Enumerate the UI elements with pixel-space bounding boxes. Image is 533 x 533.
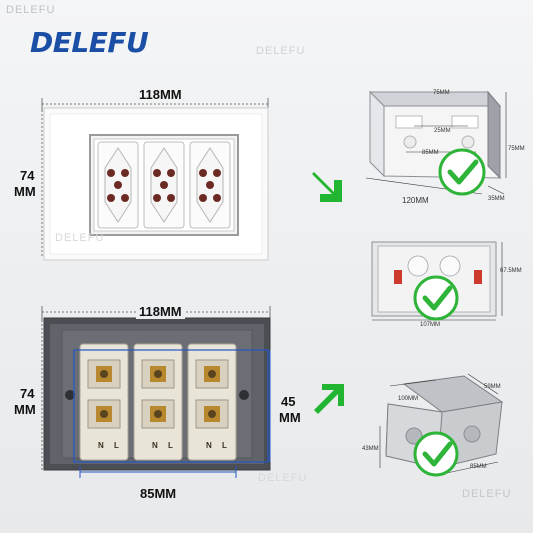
box1-top-label: 75MM <box>433 90 450 96</box>
back-height-label: 74 <box>20 386 35 401</box>
socket-outlet <box>143 141 185 229</box>
box3-height-label: 43MM <box>362 446 379 452</box>
module-height-unit: MM <box>279 410 301 425</box>
mounting-box-3 <box>379 373 504 477</box>
box1-width-label: 120MM <box>402 196 429 205</box>
front-width-label: 118MM <box>136 87 185 102</box>
socket-module <box>133 343 183 461</box>
socket-module <box>79 343 129 461</box>
module-height-label: 45 <box>281 394 296 409</box>
terminal-label-l: L <box>222 441 227 450</box>
watermark-center: DELEFU <box>256 45 306 57</box>
watermark-bottom: DELEFU <box>258 472 308 484</box>
front-panel-figure <box>41 98 269 261</box>
check-icon <box>438 148 486 196</box>
check-icon <box>413 431 459 477</box>
back-height-unit: MM <box>14 402 36 417</box>
terminal-label-n: N <box>206 441 212 450</box>
back-width-label: 118MM <box>136 304 185 319</box>
box1-depth-label: 35MM <box>488 196 505 202</box>
terminal-label-n: N <box>152 441 158 450</box>
box3-top-label: 59MM <box>484 384 501 390</box>
box3-side-label: 100MM <box>398 396 419 402</box>
arrow-icon <box>312 172 342 202</box>
back-panel-figure: N N N L L L <box>41 306 271 478</box>
mounting-box-2 <box>371 241 503 321</box>
socket-outlet <box>189 141 231 229</box>
box1-inner-label: 25MM <box>434 128 451 134</box>
spacing-label: 85MM <box>140 486 177 501</box>
box2-height-label: 67.5MM <box>500 268 522 274</box>
box1-height-label: 75MM <box>508 146 525 152</box>
terminal-label-l: L <box>114 441 119 450</box>
terminal-label-n: N <box>98 441 104 450</box>
check-icon <box>413 275 459 321</box>
socket-outlet <box>97 141 139 229</box>
brand-logo: DELEFU <box>30 26 149 59</box>
box3-width-label: 85MM <box>470 464 487 470</box>
watermark-bottom-right: DELEFU <box>462 488 512 500</box>
box1-center-label: 85MM <box>422 150 439 156</box>
box2-width-label: 107MM <box>420 322 441 328</box>
terminal-label-l: L <box>168 441 173 450</box>
mounting-box-1 <box>365 90 507 196</box>
watermark-panel: DELEFU <box>55 232 105 244</box>
front-height-label: 74 <box>20 168 35 183</box>
watermark-top-left: DELEFU <box>6 4 56 16</box>
arrow-icon <box>314 384 344 414</box>
socket-module <box>187 343 237 461</box>
front-height-unit: MM <box>14 184 36 199</box>
